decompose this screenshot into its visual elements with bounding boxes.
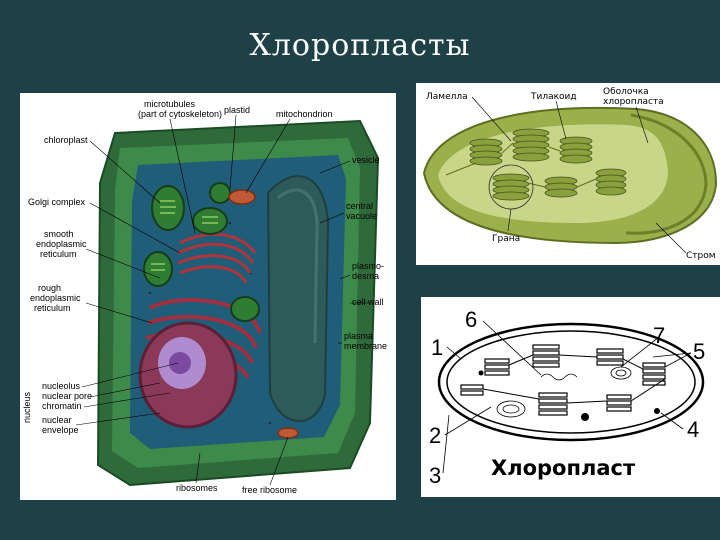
label-vacuole: vacuole [346, 211, 377, 221]
scheme-number-6: 6 [465, 307, 477, 332]
label-envelope-chloroplast: хлоропласта [603, 97, 664, 107]
label-cell-wall: cell wall [352, 297, 384, 307]
label-nuclear: nuclear [42, 415, 72, 425]
label-smooth-endoplasmic: endoplasmic [36, 239, 87, 249]
label-central: central [346, 201, 373, 211]
label-vesicle: vesicle [352, 155, 380, 165]
central-vacuole [266, 175, 330, 423]
plant-cell-diagram: nucleus microtubules (part of cytoskelet… [20, 93, 396, 500]
label-free-ribosome: free ribosome [242, 485, 297, 495]
label-golgi-complex: Golgi complex [28, 197, 86, 207]
label-nucleus: nucleus [22, 391, 32, 423]
label-stroma: Стром [686, 251, 716, 261]
label-ribosomes: ribosomes [176, 483, 218, 493]
golgi-complex [177, 232, 257, 284]
label-membrane: membrane [344, 341, 387, 351]
label-mitochondrion: mitochondrion [276, 109, 333, 119]
label-plastid: plastid [224, 105, 250, 115]
slide-title: Хлоропласты [249, 28, 471, 63]
scheme-number-1: 1 [431, 335, 443, 360]
label-rough-reticulum: reticulum [34, 303, 71, 313]
label-nucleolus: nucleolus [42, 381, 81, 391]
scheme-number-4: 4 [687, 417, 699, 442]
chloroplast-organelles [143, 182, 260, 322]
label-lamella: Ламелла [426, 92, 468, 102]
nucleus [138, 321, 238, 429]
scheme-number-3: 3 [429, 463, 441, 488]
label-thylakoid: Тилакоид [530, 92, 577, 102]
scheme-number-5: 5 [693, 339, 705, 364]
label-rough: rough [38, 283, 61, 293]
grana-stacks [469, 128, 627, 201]
label-granum: Грана [492, 234, 520, 244]
scheme-grana [460, 344, 666, 416]
label-desma: desma [352, 271, 379, 281]
label-envelope: envelope [42, 425, 79, 435]
label-nuclear-pore: nuclear pore [42, 391, 92, 401]
label-plasmo: plasmo- [352, 261, 384, 271]
scheme-number-2: 2 [429, 423, 441, 448]
label-cytoskeleton: (part of cytoskeleton) [138, 109, 222, 119]
scheme-number-7: 7 [653, 323, 665, 348]
chloroplast-scheme: 6 1 7 5 2 4 3 Хлоропласт [421, 297, 720, 497]
label-smooth-reticulum: reticulum [40, 249, 77, 259]
label-plasma: plasma [344, 331, 373, 341]
label-microtubules: microtubules [144, 99, 196, 109]
label-smooth: smooth [44, 229, 74, 239]
label-envelope: Оболочка [603, 87, 649, 97]
label-rough-endoplasmic: endoplasmic [30, 293, 81, 303]
inner-membrane [446, 330, 696, 434]
label-chloroplast: chloroplast [44, 135, 88, 145]
chloroplast-3d-diagram: Ламелла Тилакоид Оболочка хлоропласта Гр… [416, 83, 720, 265]
label-chromatin: chromatin [42, 401, 82, 411]
scheme-title: Хлоропласт [491, 456, 636, 480]
